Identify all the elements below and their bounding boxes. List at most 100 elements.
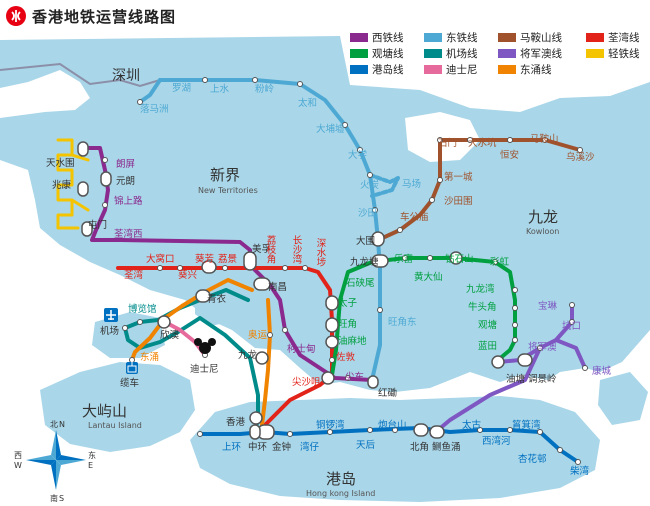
station-tinshuiwai: 天水围 [46,157,75,169]
station-taishuihang: 大水坑 [468,137,497,149]
station-siuhong: 兆康 [52,179,72,191]
station-kowloonbay: 九龙湾 [466,283,495,295]
station-labels: 罗湖 落马洲 上水 粉岭 太和 大埔墟 大学 火炭 马场 沙田 大围 九龙塘 旺… [46,83,612,477]
legend-swatch [586,33,604,42]
legend-label: 马鞍山线 [520,32,562,44]
region-lantau: 大屿山 [82,402,127,420]
interchange-diamond-hill [449,251,463,265]
station-kamsheungrd: 锦上路 [114,195,143,207]
legend-label: 东涌线 [520,64,552,76]
station-chaiwan: 柴湾 [570,465,590,477]
legend-item: 荃湾线 [586,30,646,45]
station-tst: 尖沙咀 [292,376,321,388]
mtr-logo-icon [6,6,26,26]
station-fortresshill: 炮台山 [378,419,407,431]
station-lokfu: 乐富 [394,253,413,265]
land-west-outcrop [30,122,60,160]
interchange-tai-wai [371,231,385,247]
racecourse-spur [368,173,400,198]
station-lomachau: 落马洲 [140,103,169,115]
land-masses [0,36,650,502]
station-fotan: 火炭 [360,180,380,191]
legend-label: 机场线 [446,48,478,60]
legend-label: 荃湾线 [608,32,640,44]
station-poLam: 宝琳 [538,300,558,312]
station-cheungshawan: 长沙湾 [291,234,303,264]
station-quarrybay: 鲗鱼涌 [432,441,461,453]
land-mainland [0,36,650,392]
station-luohu: 罗湖 [172,83,191,94]
station-ngautaukok: 牛头角 [468,301,497,313]
interchange-mong-kok [325,317,339,333]
station-hunghom: 红磡 [378,387,397,399]
interchange-kowloon [255,351,269,365]
station-central: 中环 [248,441,267,453]
interchange-quarry-bay [429,425,445,439]
station-chekungtemple: 车公庙 [400,211,429,223]
land-lamma [320,462,360,500]
legend-item: 轻铁线 [586,46,646,61]
station-taikoo: 太古 [462,419,482,431]
legend-swatch [498,65,516,74]
legend-swatch [498,33,516,42]
station-taiwai: 大围 [356,235,375,247]
legend-label: 将军澳线 [520,48,562,60]
title-bar-bg [0,0,650,28]
station-longping: 朗屏 [116,158,135,170]
interchange-tsing-yi [195,289,211,303]
station-laiking: 荔景 [218,253,237,265]
station-disney: 迪士尼 [190,363,219,375]
east-rail-lomachau-spur [138,78,162,104]
legend-item: 东铁线 [424,30,496,45]
station-mongkokeast: 旺角东 [388,316,417,328]
station-shekkipmei: 石硖尾 [346,277,375,289]
station-causewaybay: 铜锣湾 [316,419,345,431]
station-racecourse: 马场 [402,179,421,190]
legend-label: 西铁线 [372,32,404,44]
compass-n: N [59,420,65,429]
ma-on-shan-line [376,138,582,242]
region-lantau-en: Lantau Island [88,421,142,430]
station-shatinwai: 沙田围 [444,196,473,207]
station-taipomarket: 大埔墟 [316,123,345,135]
station-austin: 柯士甸 [287,343,316,355]
legend-item: 机场线 [424,46,496,61]
station-wukaisha: 乌溪沙 [566,151,595,163]
station-shamshuipo: 深水埗 [315,238,327,267]
station-airport: 机场 [100,325,119,337]
interchange-yau-tong [491,355,505,369]
station-kowloontong: 九龙塘 [350,256,379,268]
station-hanghau: 坑口 [562,320,581,332]
compass-e: E [88,461,93,470]
compass-east: 东 [88,450,96,460]
land-hk-island [190,396,600,502]
station-diamondhill: 钻石山 [445,253,474,265]
station-ticks [102,77,588,465]
station-taiwo: 太和 [298,97,317,109]
legend-item: 港岛线 [350,62,422,77]
legend-item: 将军澳线 [498,46,584,61]
station-cablecar: 缆车 [120,377,139,389]
legend-swatch [424,65,442,74]
legend-label: 港岛线 [372,64,404,76]
station-eastTST: 尖东 [345,371,364,383]
legend-swatch [586,49,604,58]
interchange-tiu-keng-leng [517,353,533,367]
interchange-central [249,424,261,440]
legend-label: 观塘线 [372,48,404,60]
region-hk-island: 港岛 [326,470,356,488]
station-sunnybay: 欣澳 [160,329,180,341]
station-lohaspark: 康城 [592,365,612,377]
legend-item: 迪士尼 [424,62,496,77]
tung-chung-line [130,278,272,427]
compass-w: W [14,461,22,470]
line-legend: 西铁线 东铁线 马鞍山线 荃湾线观塘线 机场线 将军澳线 轻铁线港岛线 迪士尼 东涌线 [350,30,648,80]
interchange-tin-shui-wai [77,141,89,157]
station-fanling: 粉岭 [255,83,275,95]
station-shatin: 沙田 [358,208,377,219]
station-mongkok: 旺角 [338,318,357,330]
region-hk-island-en: Hong kong Island [306,489,375,498]
station-kwuntong: 观塘 [478,319,498,331]
station-kwaifong: 葵芳 [195,253,214,265]
station-yautong: 油塘 [506,373,526,385]
